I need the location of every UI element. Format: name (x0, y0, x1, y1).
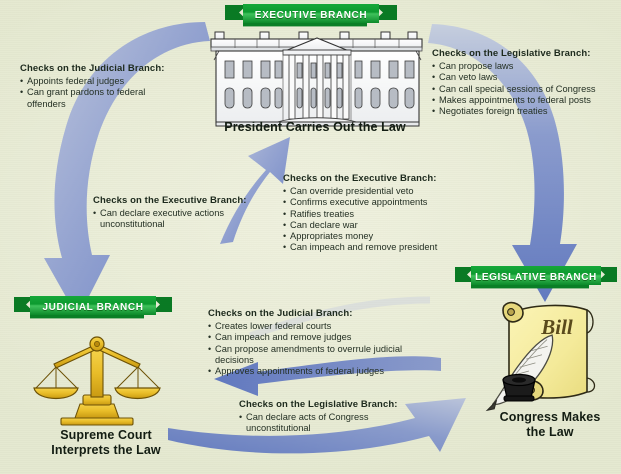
banner-legislative-label: LEGISLATIVE BRANCH (475, 271, 597, 283)
caption-legislative: Congress Makes the Law (499, 410, 601, 439)
block-judicial-checks-executive: Checks on the Executive Branch: Can decl… (93, 195, 283, 231)
list-item: Can propose laws (432, 61, 621, 73)
caption-executive: President Carries Out the Law (224, 120, 406, 134)
list-item: Confirms executive appointments (283, 197, 493, 209)
block-list: Creates lower federal courts Can impeach… (208, 321, 448, 378)
list-item: Makes appointments to federal posts (432, 95, 621, 107)
list-item: Negotiates foreign treaties (432, 106, 621, 118)
banner-judicial: JUDICIAL BRANCH (14, 296, 172, 319)
list-item: Can grant pardons to federal offenders (20, 87, 200, 110)
list-item: Can declare war (283, 220, 493, 232)
white-house-icon (210, 31, 423, 127)
block-heading: Checks on the Judicial Branch: (20, 63, 165, 74)
block-legislative-checks-judicial: Checks on the Judicial Branch: Creates l… (208, 308, 448, 378)
banner-ribbon-shape (14, 296, 172, 319)
block-list: Can propose laws Can veto laws Can call … (432, 61, 621, 118)
block-heading: Checks on the Judicial Branch: (208, 308, 353, 319)
list-item: Can declare acts of Congress unconstitut… (239, 412, 449, 435)
block-judicial-checks-legislative: Checks on the Legislative Branch: Can de… (239, 399, 449, 435)
block-heading: Checks on the Executive Branch: (283, 173, 437, 184)
list-item: Ratifies treaties (283, 209, 493, 221)
list-item: Approves appointments of federal judges (208, 366, 448, 378)
arrow-judicial-to-legislative (168, 398, 466, 454)
list-item: Appoints federal judges (20, 76, 200, 88)
banner-ribbon-shape (225, 4, 397, 27)
banner-ribbon-shape (455, 266, 617, 289)
list-item: Can call special sessions of Congress (432, 84, 621, 96)
list-item: Can propose amendments to overrule judic… (208, 344, 448, 367)
list-item: Can impeach and remove president (283, 242, 493, 254)
banner-judicial-label: JUDICIAL BRANCH (42, 301, 144, 313)
block-list: Can override presidential veto Confirms … (283, 186, 493, 254)
block-heading: Checks on the Executive Branch: (93, 195, 247, 206)
block-heading: Checks on the Legislative Branch: (432, 48, 591, 59)
caption-judicial: Supreme Court Interprets the Law (51, 428, 161, 457)
banner-executive-label: EXECUTIVE BRANCH (254, 9, 368, 21)
block-legislative-checks-executive: Checks on the Executive Branch: Can over… (283, 173, 493, 254)
list-item: Can impeach and remove judges (208, 332, 448, 344)
scales-of-justice-icon (33, 336, 161, 426)
list-item: Can override presidential veto (283, 186, 493, 198)
list-item: Creates lower federal courts (208, 321, 448, 333)
banner-executive: EXECUTIVE BRANCH (225, 4, 397, 27)
bill-scroll-quill-icon: Bill (485, 301, 596, 412)
list-item: Can veto laws (432, 72, 621, 84)
block-list: Can declare executive actions unconstitu… (93, 208, 283, 231)
block-list: Appoints federal judges Can grant pardon… (20, 76, 200, 110)
list-item: Can declare executive actions unconstitu… (93, 208, 283, 231)
block-exec-checks-judicial: Checks on the Judicial Branch: Appoints … (20, 63, 200, 110)
list-item: Appropriates money (283, 231, 493, 243)
block-exec-checks-legislative: Checks on the Legislative Branch: Can pr… (432, 48, 621, 118)
banner-legislative: LEGISLATIVE BRANCH (455, 266, 617, 289)
bill-label: Bill (540, 315, 573, 339)
block-list: Can declare acts of Congress unconstitut… (239, 412, 449, 435)
block-heading: Checks on the Legislative Branch: (239, 399, 398, 410)
